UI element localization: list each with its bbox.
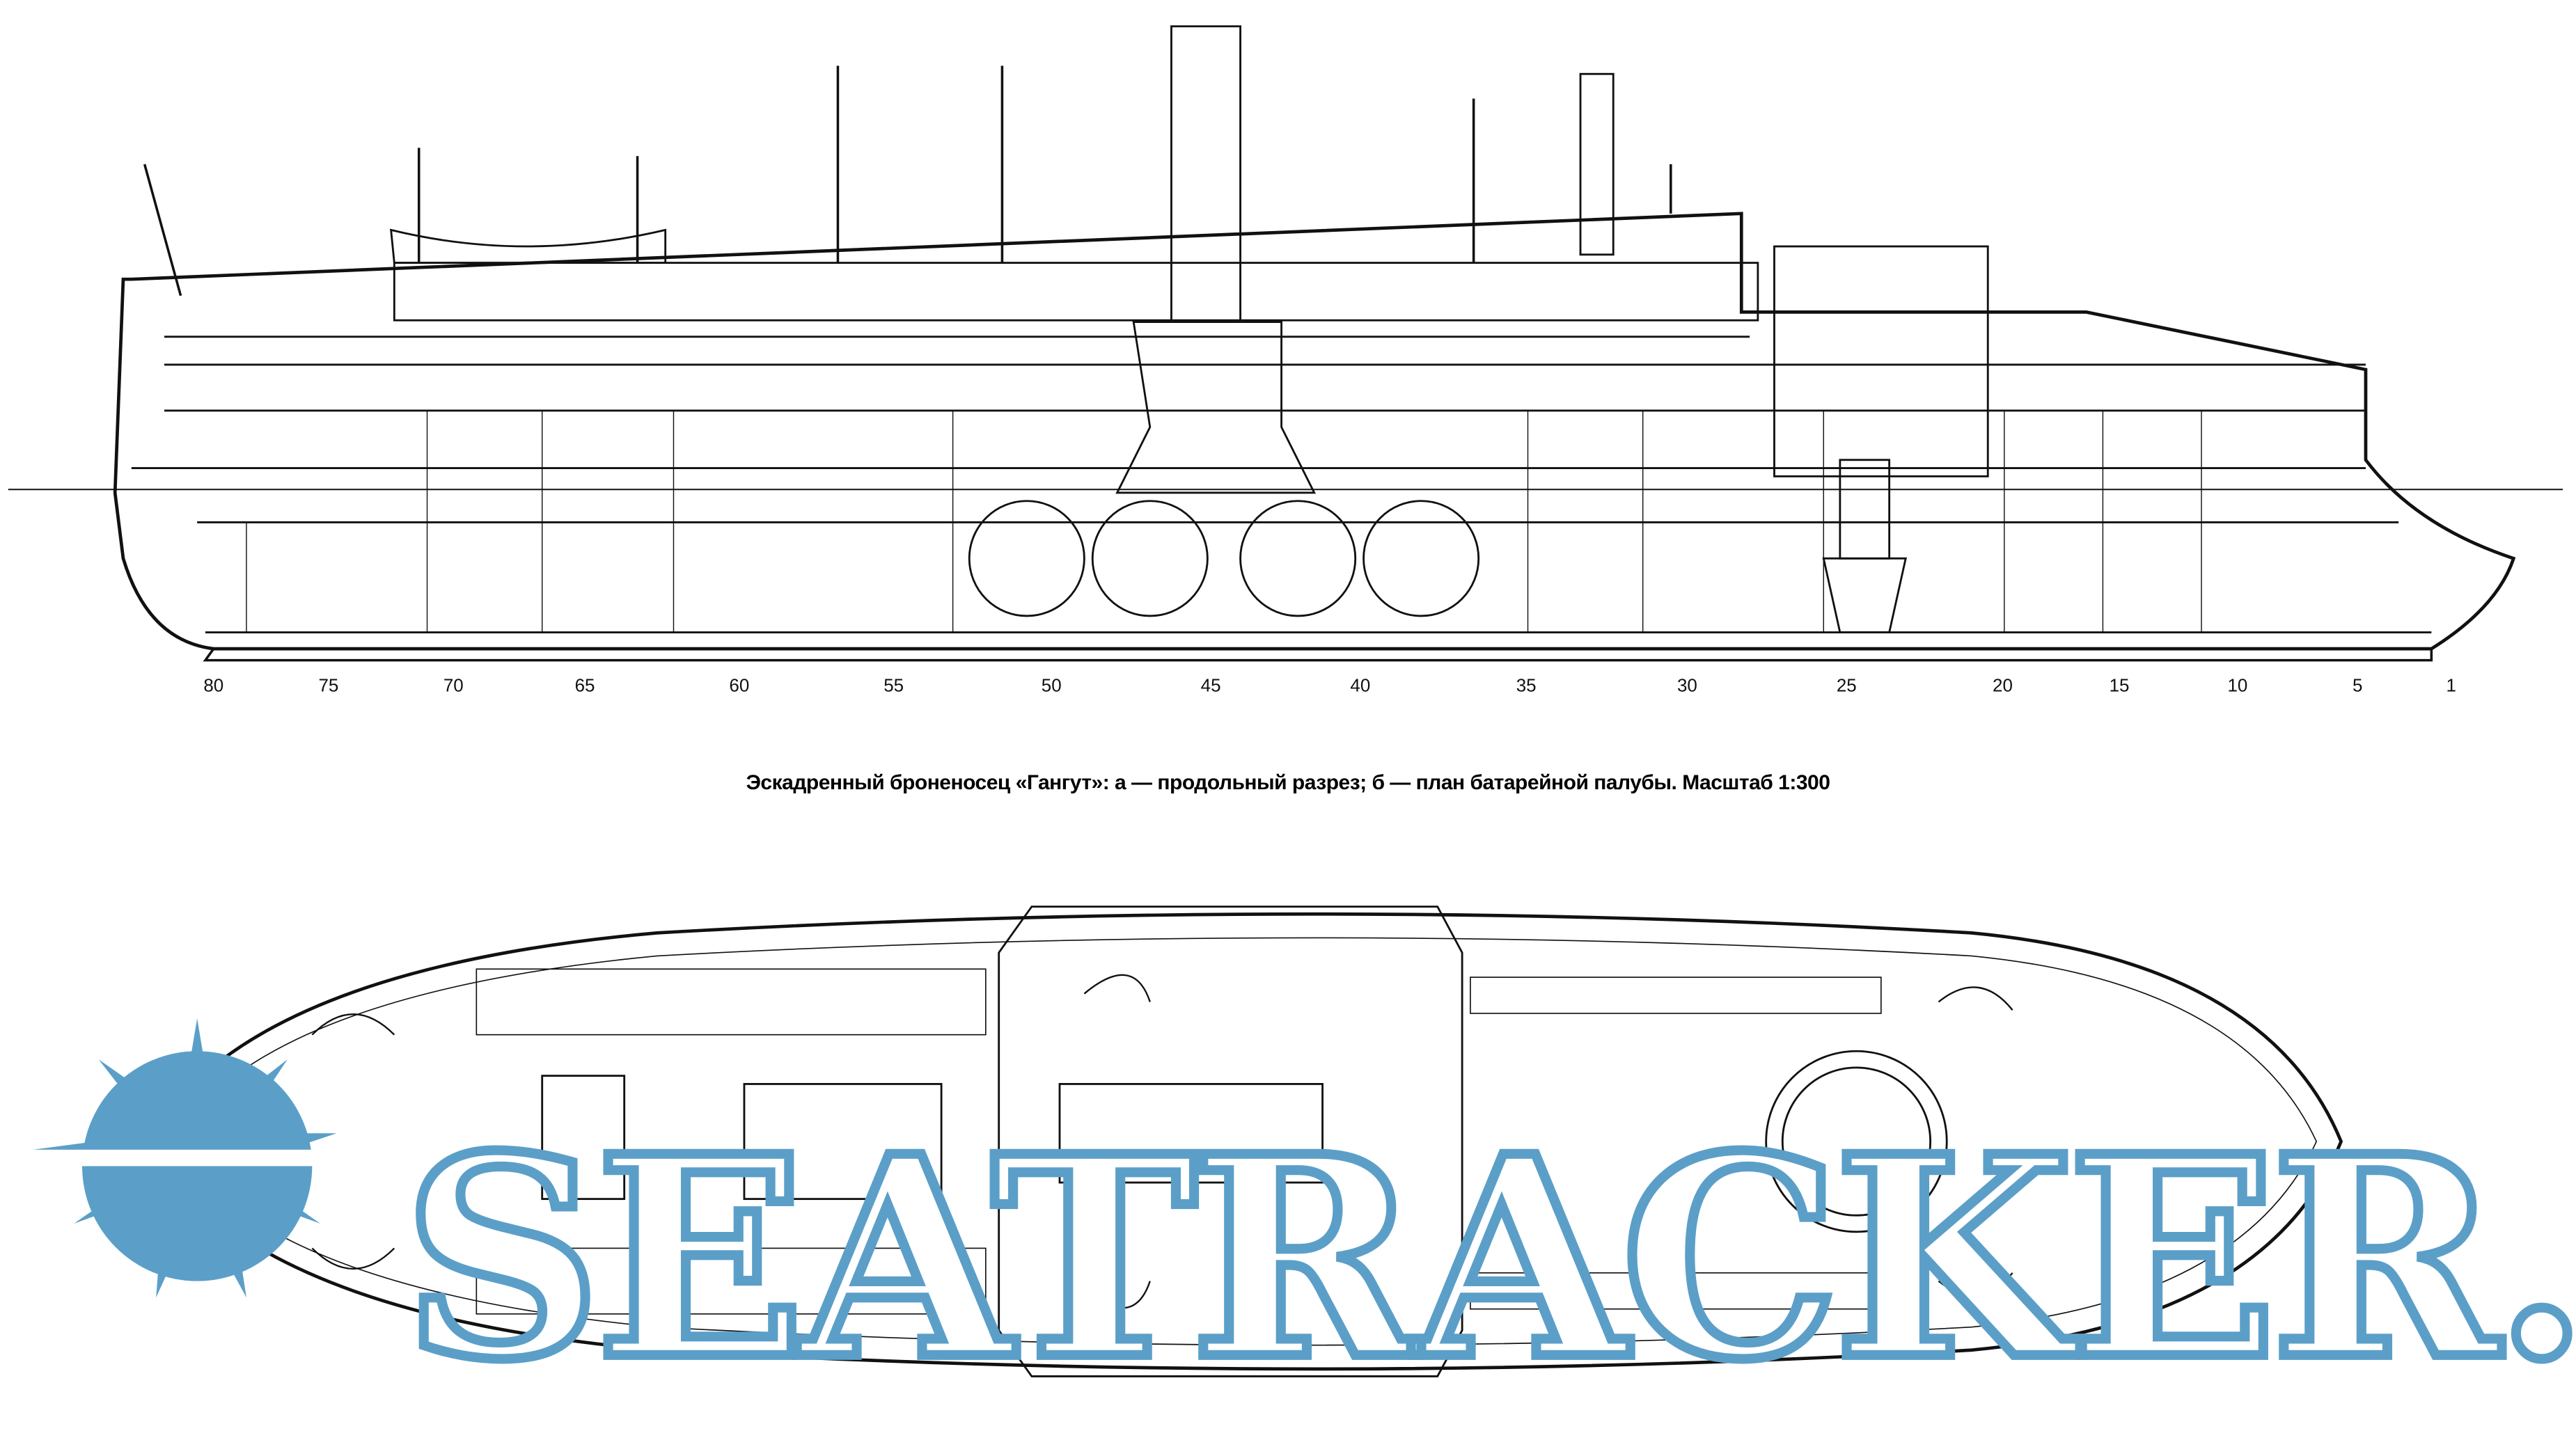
hull-outline (113, 212, 2516, 651)
frame-number: 60 (729, 676, 749, 695)
frame-number: 5 (2353, 676, 2362, 695)
frame-number: 70 (443, 676, 464, 695)
funnel (1115, 25, 1317, 494)
frame-numbers: 80 75 70 65 60 55 50 45 40 35 30 25 20 1… (203, 676, 2456, 695)
watermark: SEATRACKER.RU (0, 1018, 2576, 1425)
frame-number: 55 (883, 676, 904, 695)
boat (389, 228, 667, 264)
frame-number: 35 (1516, 676, 1537, 695)
deck-outline (146, 912, 2343, 1371)
frame-number: 25 (1837, 676, 1857, 695)
central-battery (998, 906, 1463, 1377)
turret-ring (1765, 1050, 1948, 1233)
frame-number: 80 (203, 676, 223, 695)
aft-funnel (1579, 72, 1615, 256)
battery-deck-plan (146, 906, 2343, 1377)
keel (203, 647, 2433, 662)
figure-caption: Эскадренный броненосец «Гангут»: а — про… (746, 771, 1830, 794)
masts (143, 65, 1672, 296)
turret (1773, 245, 1989, 477)
frame-number: 50 (1042, 676, 1062, 695)
watermark-text: SEATRACKER.RU (402, 1097, 2576, 1421)
frame-number: 40 (1350, 676, 1370, 695)
frame-number: 45 (1201, 676, 1221, 695)
frame-number: 1 (2446, 676, 2456, 695)
frame-number: 75 (319, 676, 339, 695)
superstructure (393, 262, 1759, 322)
frame-number: 30 (1677, 676, 1697, 695)
longitudinal-section (8, 25, 2563, 662)
boilers (968, 500, 1480, 617)
frame-number: 20 (1993, 676, 2013, 695)
sunburst-logo (0, 1018, 411, 1298)
frame-number: 65 (575, 676, 595, 695)
frame-number: 10 (2227, 676, 2247, 695)
frame-number: 15 (2110, 676, 2130, 695)
